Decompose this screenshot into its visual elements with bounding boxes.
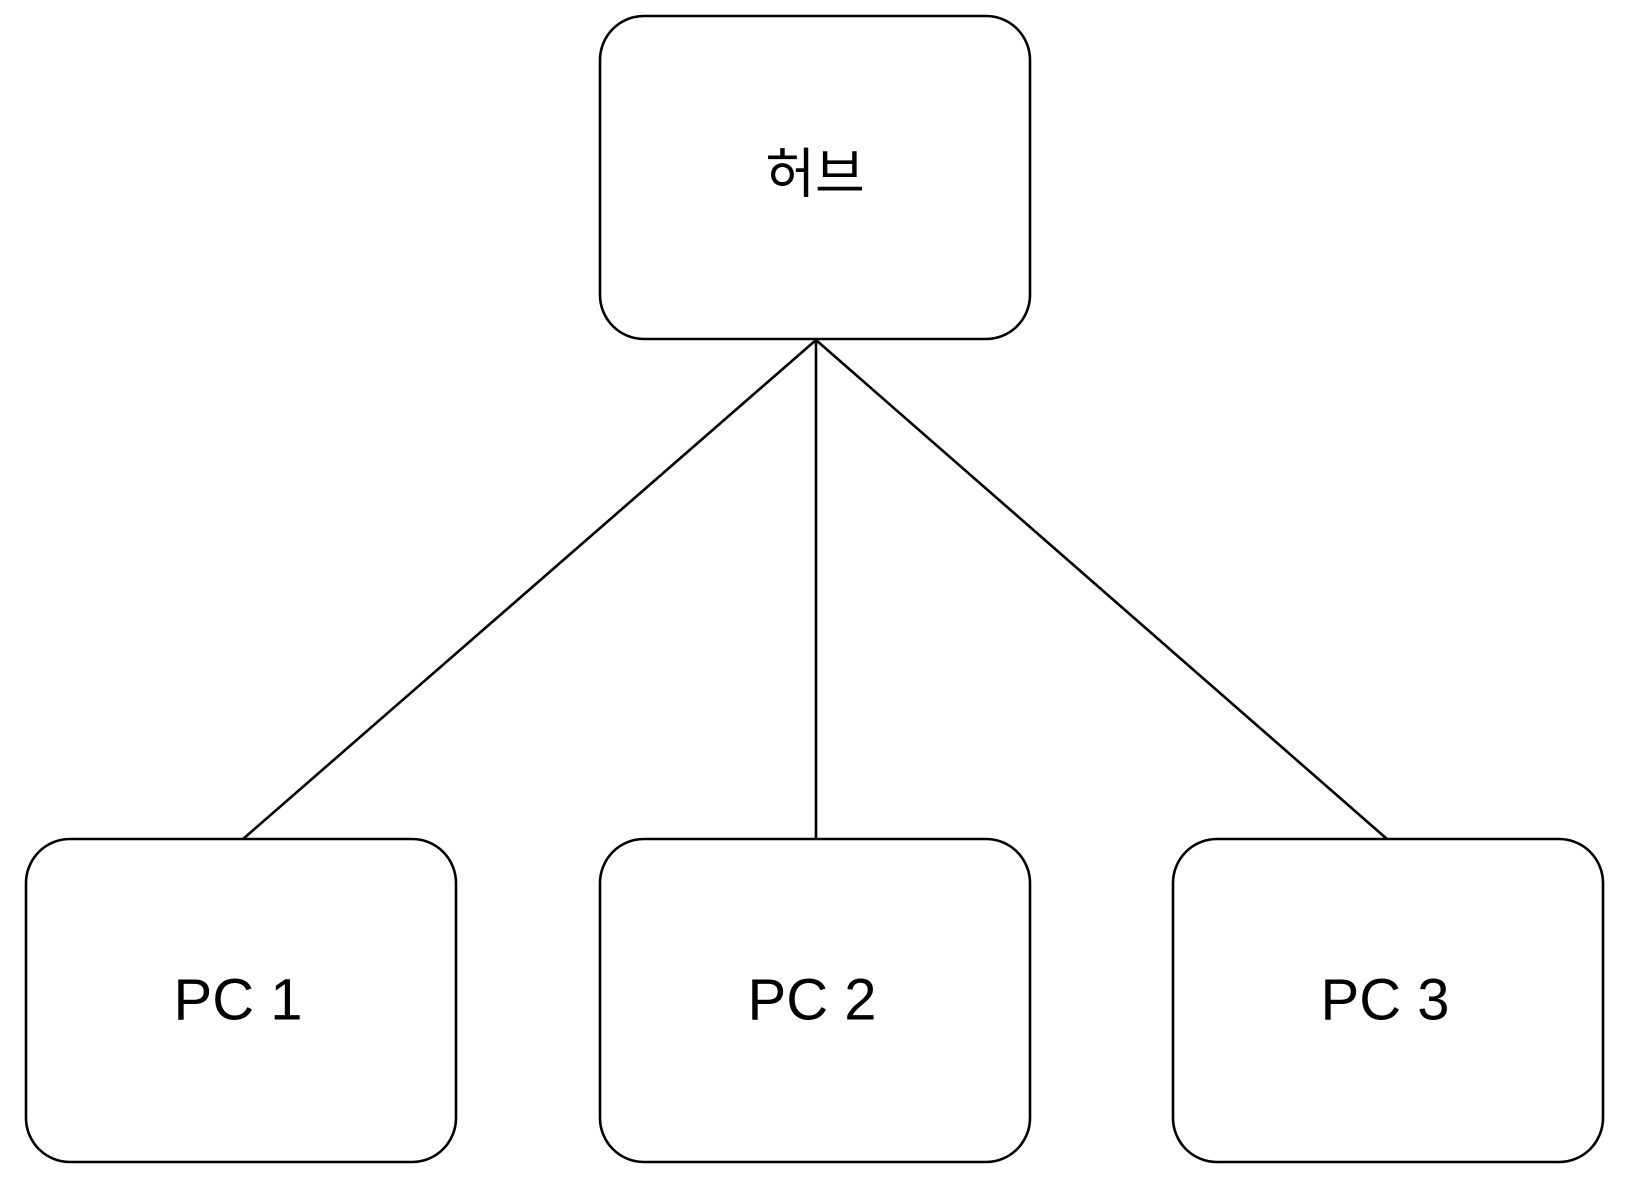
pc3-box xyxy=(1171,837,1605,1164)
pc1-node[interactable]: PC 1 xyxy=(24,837,458,1164)
pc2-node[interactable]: PC 2 xyxy=(598,837,1032,1164)
edge-hub-pc3 xyxy=(815,339,1388,840)
pc2-box xyxy=(598,837,1032,1164)
connectors xyxy=(242,339,1388,840)
pc2-label: PC 2 xyxy=(748,967,877,1032)
pc3-label: PC 3 xyxy=(1321,967,1450,1032)
pc3-node[interactable]: PC 3 xyxy=(1171,837,1605,1164)
pc1-box xyxy=(24,837,458,1164)
hub-node[interactable]: 허브 xyxy=(598,14,1032,341)
hub-label: 허브 xyxy=(765,143,864,206)
hub-box xyxy=(598,14,1032,341)
pc1-label: PC 1 xyxy=(174,967,303,1032)
edge-hub-pc1 xyxy=(242,339,817,840)
